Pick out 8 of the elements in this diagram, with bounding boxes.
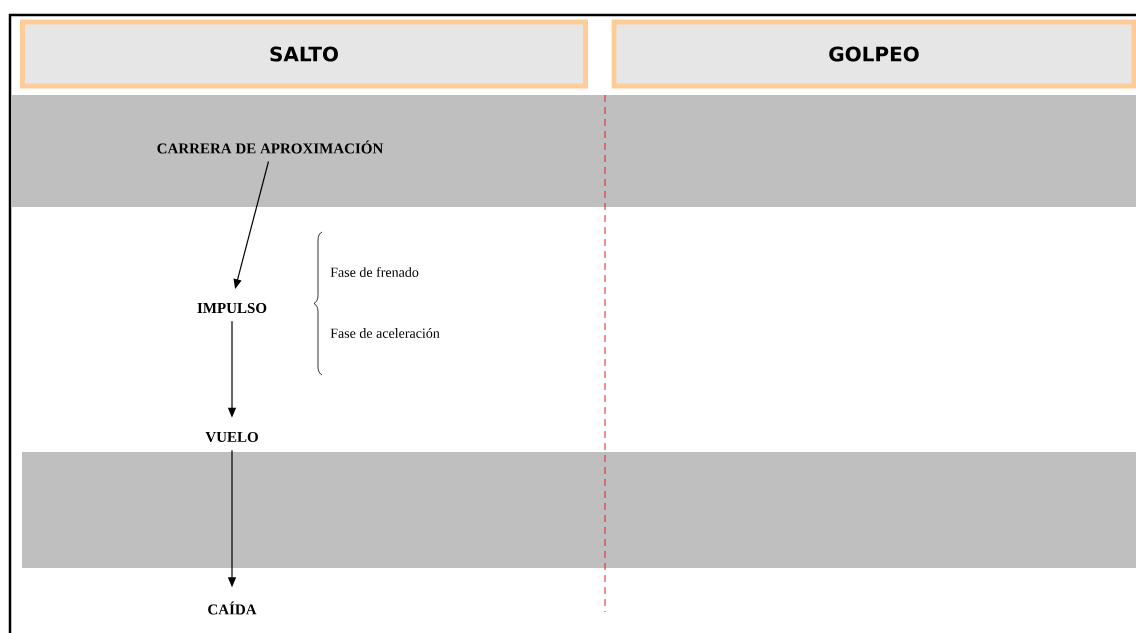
header-box: SALTO bbox=[20, 19, 588, 89]
header-box: GOLPEO bbox=[611, 19, 1136, 89]
phase-label: IMPULSO bbox=[197, 302, 267, 314]
phase-label: VUELO bbox=[205, 431, 258, 443]
phase-label: CARRERA DE APROXIMACIÓN bbox=[157, 140, 384, 154]
sub-phase-label: Fase de frenado bbox=[330, 267, 419, 277]
sub-phase-label: Fase de aceleración bbox=[330, 328, 440, 338]
phase-label: CAÍDA bbox=[208, 601, 257, 615]
